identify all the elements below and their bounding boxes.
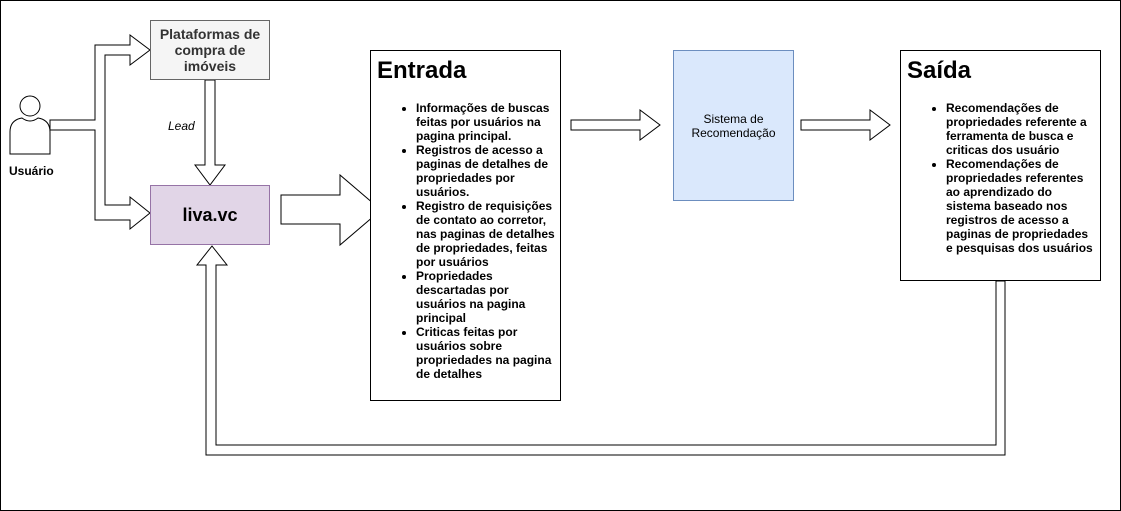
entrada-item: Criticas feitas por usuários sobre propr… xyxy=(416,325,556,381)
entrada-box: Entrada Informações de buscas feitas por… xyxy=(370,50,561,401)
feedback-loop-arrow xyxy=(195,245,1006,456)
entrada-list: Informações de buscas feitas por usuário… xyxy=(416,101,556,381)
user-fork-arrow xyxy=(49,34,151,231)
liva-label: liva.vc xyxy=(182,204,238,225)
entrada-item: Propriedades descartadas por usuários na… xyxy=(416,269,556,325)
saida-item: Recomendações de propriedades referente … xyxy=(946,101,1098,157)
liva-to-entrada-arrow xyxy=(280,173,382,247)
saida-list: Recomendações de propriedades referente … xyxy=(946,101,1098,255)
user-label: Usuário xyxy=(9,164,54,178)
lead-edge-label: Lead xyxy=(168,119,195,133)
user-icon xyxy=(9,95,51,155)
saida-item: Recomendações de propriedades referentes… xyxy=(946,157,1098,255)
saida-box: Saída Recomendações de propriedades refe… xyxy=(900,50,1101,281)
sistema-to-saida-arrow xyxy=(800,109,891,141)
platforms-label: Plataformas de compra de imóveis xyxy=(159,26,261,74)
saida-title: Saída xyxy=(907,57,972,84)
entrada-item: Registro de requisições de contato ao co… xyxy=(416,199,556,269)
entrada-item: Informações de buscas feitas por usuário… xyxy=(416,101,556,143)
entrada-item: Registros de acesso a paginas de detalhe… xyxy=(416,143,556,199)
sistema-label: Sistema de Recomendação xyxy=(691,111,776,140)
entrada-to-sistema-arrow xyxy=(570,109,661,141)
sistema-box: Sistema de Recomendação xyxy=(673,50,794,201)
platforms-box: Plataformas de compra de imóveis xyxy=(150,20,270,80)
liva-box: liva.vc xyxy=(150,185,270,245)
entrada-title: Entrada xyxy=(377,57,467,84)
lead-arrow xyxy=(194,79,226,186)
